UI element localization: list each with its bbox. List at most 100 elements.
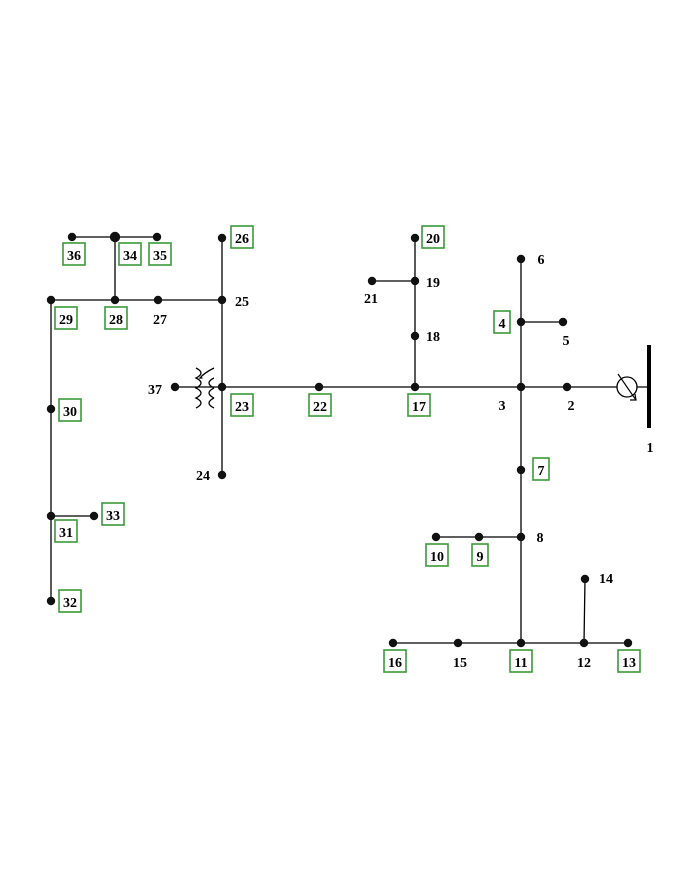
bus-label-text-31: 31 xyxy=(59,526,73,541)
bus-label-8: 8 xyxy=(537,531,544,546)
bus-label-29: 29 xyxy=(54,306,78,330)
bus-node-6 xyxy=(516,254,526,264)
bus-label-37: 37 xyxy=(148,383,162,398)
bus-label-text-8: 8 xyxy=(537,531,544,546)
bus-label-30: 30 xyxy=(58,398,82,422)
bus-label-text-19: 19 xyxy=(426,276,440,291)
branch-lines xyxy=(50,236,628,644)
bus-node-30 xyxy=(46,404,56,414)
bus-label-text-1: 1 xyxy=(647,441,654,456)
bus-label-16: 16 xyxy=(383,649,407,673)
source-arrow-shaft xyxy=(617,373,637,401)
bus-node-35 xyxy=(152,232,162,242)
bus-label-text-3: 3 xyxy=(499,399,506,414)
bus-label-21: 21 xyxy=(364,292,378,307)
bus-node-27 xyxy=(153,295,163,305)
bus-label-box-33 xyxy=(101,502,125,526)
bus-node-19 xyxy=(410,276,420,286)
bus-label-1: 1 xyxy=(647,441,654,456)
bus-label-text-34: 34 xyxy=(123,249,137,264)
bus-node-7 xyxy=(516,465,526,475)
bus-node-9 xyxy=(474,532,484,542)
bus-label-text-23: 23 xyxy=(235,400,249,415)
bus-node-32 xyxy=(46,596,56,606)
bus-label-3: 3 xyxy=(499,399,506,414)
bus-node-37 xyxy=(170,382,180,392)
bus-label-32: 32 xyxy=(58,589,82,613)
bus-node-3 xyxy=(516,382,526,392)
bus-label-box-20 xyxy=(421,225,445,249)
bus-label-text-21: 21 xyxy=(364,292,378,307)
bus-label-text-25: 25 xyxy=(235,295,249,310)
bus-node-12 xyxy=(579,638,589,648)
bus-label-text-32: 32 xyxy=(63,596,77,611)
bus-label-10: 10 xyxy=(425,543,449,567)
bus-label-box-9 xyxy=(471,543,489,567)
bus-label-28: 28 xyxy=(104,306,128,330)
source-arrow-head xyxy=(630,393,637,401)
bus-label-25: 25 xyxy=(235,295,249,310)
bus-node-25 xyxy=(217,295,227,305)
bus-label-text-7: 7 xyxy=(538,464,545,479)
bus-label-text-22: 22 xyxy=(313,400,327,415)
bus-label-14: 14 xyxy=(599,572,613,587)
bus-node-17 xyxy=(410,382,420,392)
bus-label-text-5: 5 xyxy=(563,334,570,349)
bus-label-text-37: 37 xyxy=(148,383,162,398)
bus-label-26: 26 xyxy=(230,225,254,249)
bus-node-26 xyxy=(217,233,227,243)
bus-node-11 xyxy=(516,638,526,648)
bus-label-text-6: 6 xyxy=(538,253,545,268)
bus-node-18 xyxy=(410,331,420,341)
bus-label-text-20: 20 xyxy=(426,232,440,247)
bus-node-22 xyxy=(314,382,324,392)
bus-label-33: 33 xyxy=(101,502,125,526)
bus-label-20: 20 xyxy=(421,225,445,249)
bus-node-4 xyxy=(516,317,526,327)
bus-label-36: 36 xyxy=(62,242,86,266)
bus-label-4: 4 xyxy=(493,310,511,334)
bus-node-5 xyxy=(558,317,568,327)
bus-label-12: 12 xyxy=(577,656,591,671)
bus-label-box-16 xyxy=(383,649,407,673)
bus-node-33 xyxy=(89,511,99,521)
bus-label-18: 18 xyxy=(426,330,440,345)
bus-label-9: 9 xyxy=(471,543,489,567)
bus-node-23 xyxy=(217,382,227,392)
bus-label-text-13: 13 xyxy=(622,656,636,671)
bus-label-text-18: 18 xyxy=(426,330,440,345)
bus-label-35: 35 xyxy=(148,242,172,266)
bus-label-box-31 xyxy=(54,519,78,543)
bus-label-box-32 xyxy=(58,589,82,613)
bus-nodes xyxy=(46,231,633,648)
transformer-icon xyxy=(194,367,215,409)
bus-label-2: 2 xyxy=(568,399,575,414)
bus-label-text-11: 11 xyxy=(514,656,527,671)
bus-label-box-36 xyxy=(62,242,86,266)
bus-label-19: 19 xyxy=(426,276,440,291)
bus-label-text-10: 10 xyxy=(430,550,444,565)
bus-node-2 xyxy=(562,382,572,392)
bus-label-7: 7 xyxy=(532,457,550,481)
bus-label-text-30: 30 xyxy=(63,405,77,420)
bus-label-text-24: 24 xyxy=(196,469,210,484)
bus-label-text-15: 15 xyxy=(453,656,467,671)
bus-node-20 xyxy=(410,233,420,243)
bus-label-31: 31 xyxy=(54,519,78,543)
bus-label-15: 15 xyxy=(453,656,467,671)
bus-label-box-17 xyxy=(407,393,431,417)
bus-label-box-4 xyxy=(493,310,511,334)
bus-label-box-23 xyxy=(230,393,254,417)
bus-label-box-7 xyxy=(532,457,550,481)
source-symbol xyxy=(567,345,651,428)
bus-label-box-34 xyxy=(118,242,142,266)
bus-label-box-13 xyxy=(617,649,641,673)
bus-label-34: 34 xyxy=(118,242,142,266)
bus-label-box-28 xyxy=(104,306,128,330)
bus-label-6: 6 xyxy=(538,253,545,268)
bus-label-text-26: 26 xyxy=(235,232,249,247)
bus-label-box-22 xyxy=(308,393,332,417)
bus-label-text-28: 28 xyxy=(109,313,123,328)
bus-label-text-14: 14 xyxy=(599,572,613,587)
